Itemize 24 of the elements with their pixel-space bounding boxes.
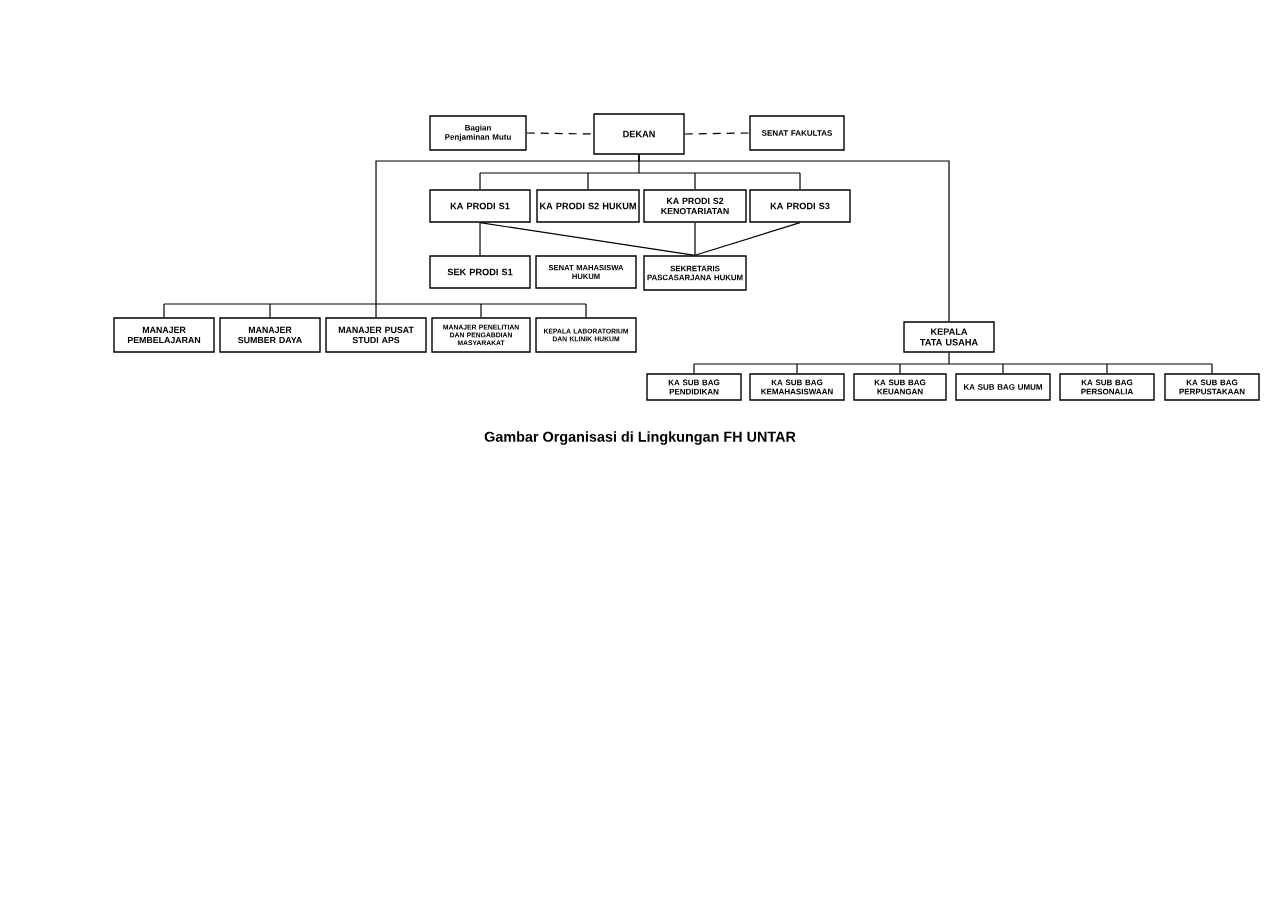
connector-line — [163, 154, 640, 305]
connector-line — [269, 303, 271, 318]
connector-line — [638, 154, 950, 322]
connector-line — [799, 172, 801, 190]
connector-line — [694, 222, 801, 256]
connector-line — [375, 303, 377, 318]
connector-line — [684, 132, 750, 135]
connector-line — [479, 222, 481, 256]
connector-line — [1211, 363, 1213, 374]
connector-line — [1002, 363, 1004, 374]
connector-line — [480, 303, 482, 318]
connector-line — [479, 172, 481, 190]
connector-line — [163, 303, 165, 318]
connector-line — [693, 352, 1213, 365]
connector-line — [693, 363, 695, 374]
connector-line — [694, 222, 696, 256]
connector-line — [585, 303, 587, 318]
connector-line — [479, 222, 696, 256]
connector-line — [587, 172, 589, 190]
connector-line — [899, 363, 901, 374]
connector-line — [796, 363, 798, 374]
connector-line — [1106, 363, 1108, 374]
connector-line — [694, 172, 696, 190]
connector-line — [526, 132, 594, 135]
